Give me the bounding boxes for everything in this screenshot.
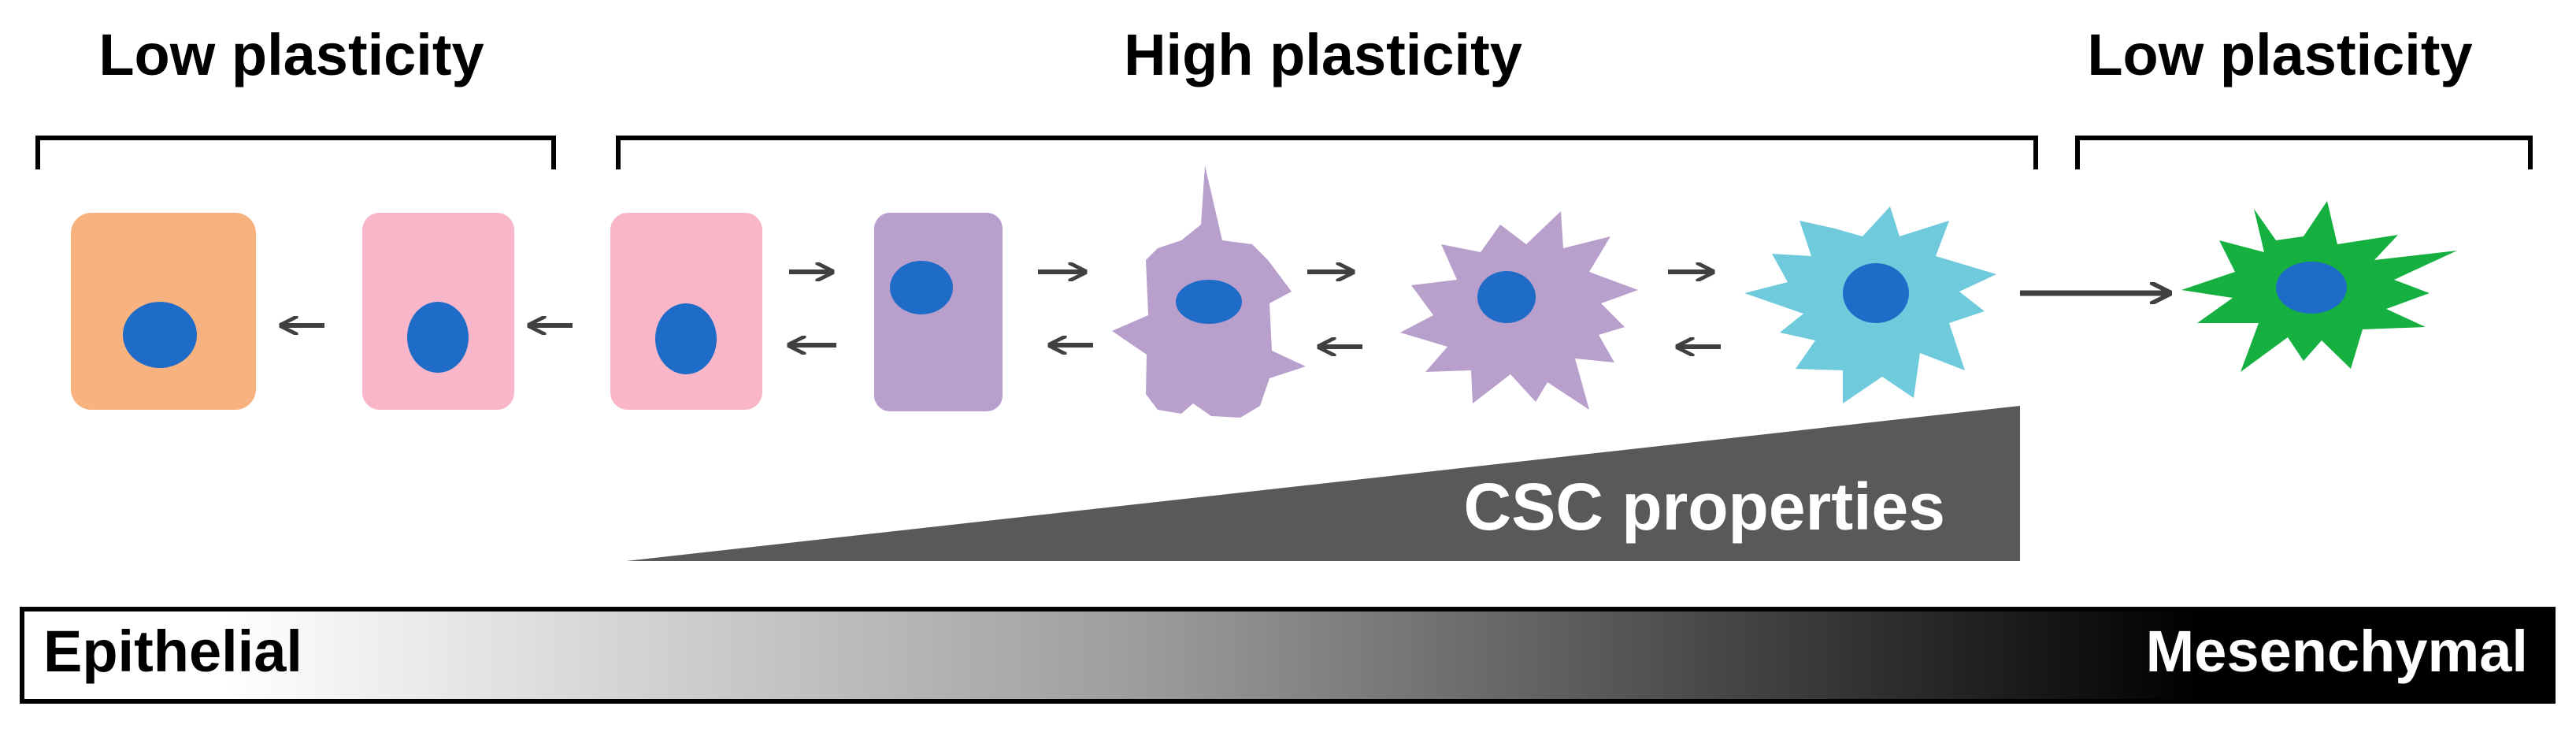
heading-low-plasticity-left: Low plasticity — [98, 22, 484, 87]
heading-high-plasticity: High plasticity — [1124, 22, 1522, 87]
heading-low-plasticity-right: Low plasticity — [2087, 22, 2472, 87]
nucleus-icon — [890, 261, 953, 314]
bracket-right — [2075, 136, 2533, 169]
cell-epithelial-pink-1 — [362, 213, 514, 410]
csc-wedge — [626, 406, 2020, 561]
nucleus-icon — [1176, 280, 1242, 324]
bracket-center — [616, 136, 2038, 169]
emt-gradient-bar — [20, 607, 2556, 704]
cell-mesenchymal-cyan-star — [1744, 206, 1996, 403]
nucleus-icon — [123, 302, 197, 368]
nucleus-icon — [407, 302, 469, 373]
cell-intermediate-purple-spiky — [1112, 165, 1306, 418]
cell-intermediate-purple-rect — [874, 213, 1003, 411]
nucleus-icon — [655, 303, 717, 374]
nucleus-icon — [1843, 263, 1909, 323]
cell-mesenchymal-green-star — [2181, 201, 2457, 372]
cell-mesenchymal-purple-star — [1400, 211, 1638, 410]
csc-properties-label: CSC properties — [1464, 470, 1945, 544]
nucleus-icon — [1477, 271, 1536, 323]
epithelial-label: Epithelial — [43, 619, 302, 684]
bracket-left — [35, 136, 556, 169]
cell-epithelial-pink-2 — [610, 213, 762, 410]
nucleus-icon — [2276, 262, 2347, 314]
mesenchymal-label: Mesenchymal — [2146, 619, 2528, 684]
cell-epithelial-orange — [71, 213, 256, 410]
